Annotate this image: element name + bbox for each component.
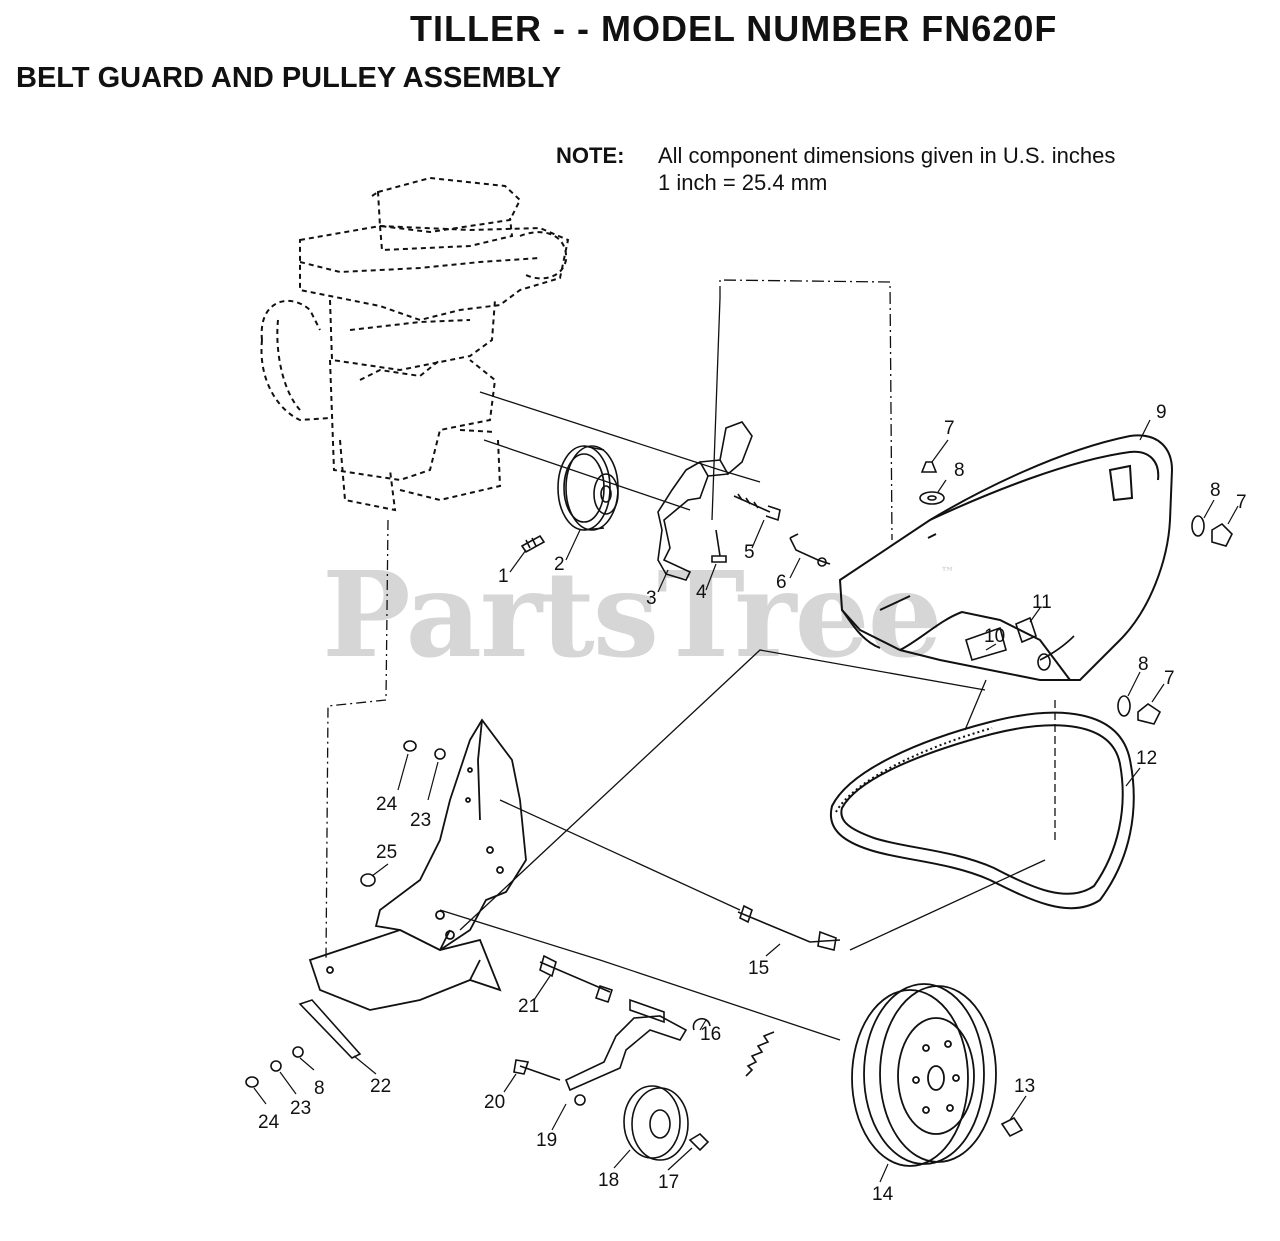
part-15-rod <box>737 904 841 951</box>
page-title: TILLER - - MODEL NUMBER FN620F <box>410 8 1058 49</box>
part-20-bolt <box>513 1059 561 1081</box>
note-text: All component dimensions given in U.S. i… <box>658 142 1115 196</box>
dimension-note: NOTE: All component dimensions given in U… <box>556 142 1115 196</box>
watermark-trademark: ™ <box>940 565 955 581</box>
leader-lines <box>253 419 1239 1183</box>
callout-8-top: 8 <box>954 460 965 481</box>
callout-20: 20 <box>484 1092 505 1113</box>
callout-11: 11 <box>1032 592 1052 613</box>
part-3-bracket <box>657 460 709 581</box>
callout-24-lower: 24 <box>258 1112 280 1133</box>
part-10-11-fasteners <box>965 616 1075 671</box>
note-line-2: 1 inch = 25.4 mm <box>658 170 828 195</box>
callout-19: 19 <box>536 1130 557 1151</box>
callout-7-lower: 7 <box>1164 668 1175 689</box>
callout-22: 22 <box>370 1076 391 1097</box>
engine-outline <box>260 176 570 512</box>
callout-8-right: 8 <box>1210 480 1221 501</box>
part-21-shaft <box>539 954 614 1004</box>
callout-25: 25 <box>376 842 397 863</box>
cap-nut-7-right <box>1211 522 1233 547</box>
part-9-belt-guard <box>838 434 1174 681</box>
cap-nut-7-top <box>920 461 938 473</box>
part-14-transmission-pulley <box>851 983 997 1167</box>
washer-8-left <box>292 1046 304 1058</box>
note-line-1: All component dimensions given in U.S. i… <box>658 143 1116 168</box>
part-22-plate <box>298 999 362 1059</box>
washer-23-upper <box>434 748 446 760</box>
part-18-idler-pulley <box>623 1085 689 1161</box>
part-12-v-belt <box>829 711 1135 910</box>
part-6-rod <box>789 533 831 567</box>
callout-18: 18 <box>598 1170 619 1191</box>
callout-5: 5 <box>744 542 755 563</box>
callout-23-lower: 23 <box>290 1098 311 1119</box>
partstree-watermark: PartsTree™ <box>322 545 955 684</box>
callout-13: 13 <box>1014 1076 1035 1097</box>
nut-24-lower <box>245 1076 259 1088</box>
callout-23-upper: 23 <box>410 810 431 831</box>
part-2-engine-pulley <box>557 445 619 531</box>
part-4-bolt <box>711 529 727 563</box>
callout-2: 2 <box>554 554 565 575</box>
washer-8-right <box>1191 515 1205 537</box>
callout-16: 16 <box>700 1024 721 1045</box>
part-13-key <box>1000 1116 1024 1138</box>
assembly-subtitle: BELT GUARD AND PULLEY ASSEMBLY <box>16 62 562 94</box>
part-16-clip <box>692 1018 711 1031</box>
part-1-set-screw <box>520 534 546 554</box>
nut-24-upper <box>403 740 417 752</box>
cap-nut-7-lower <box>1137 703 1162 725</box>
washer-8-top <box>919 491 945 505</box>
callout-17: 17 <box>658 1172 679 1193</box>
frame-plate <box>308 718 527 1011</box>
callout-7-top: 7 <box>944 418 955 439</box>
callout-1: 1 <box>498 566 509 587</box>
callout-9: 9 <box>1156 402 1167 423</box>
callout-7-right: 7 <box>1236 492 1247 513</box>
guard-mount-bracket <box>699 421 753 477</box>
nut-25 <box>360 873 376 887</box>
callout-24-upper: 24 <box>376 794 398 815</box>
washer-23-lower <box>270 1060 282 1072</box>
part-19-idler-arm <box>564 998 688 1106</box>
callout-8-left: 8 <box>314 1078 325 1099</box>
callout-21: 21 <box>518 996 539 1017</box>
callout-15: 15 <box>748 958 769 979</box>
watermark-text: PartsTree <box>322 545 943 684</box>
callout-8-lower: 8 <box>1138 654 1149 675</box>
tension-spring <box>745 1031 775 1077</box>
callout-6: 6 <box>776 572 787 593</box>
washer-8-lower <box>1117 695 1131 717</box>
part-17-nut <box>688 1132 710 1152</box>
callout-4: 4 <box>696 582 707 603</box>
note-label: NOTE: <box>556 143 625 168</box>
part-5-bolt <box>733 493 781 522</box>
callout-14: 14 <box>872 1184 894 1205</box>
alignment-lines <box>325 279 1056 1041</box>
callout-12: 12 <box>1136 748 1157 769</box>
callout-labels: 1 2 3 4 5 6 7 8 9 8 7 11 10 8 7 12 24 23… <box>258 402 1247 1205</box>
callout-10: 10 <box>984 626 1005 647</box>
callout-3: 3 <box>646 588 657 609</box>
